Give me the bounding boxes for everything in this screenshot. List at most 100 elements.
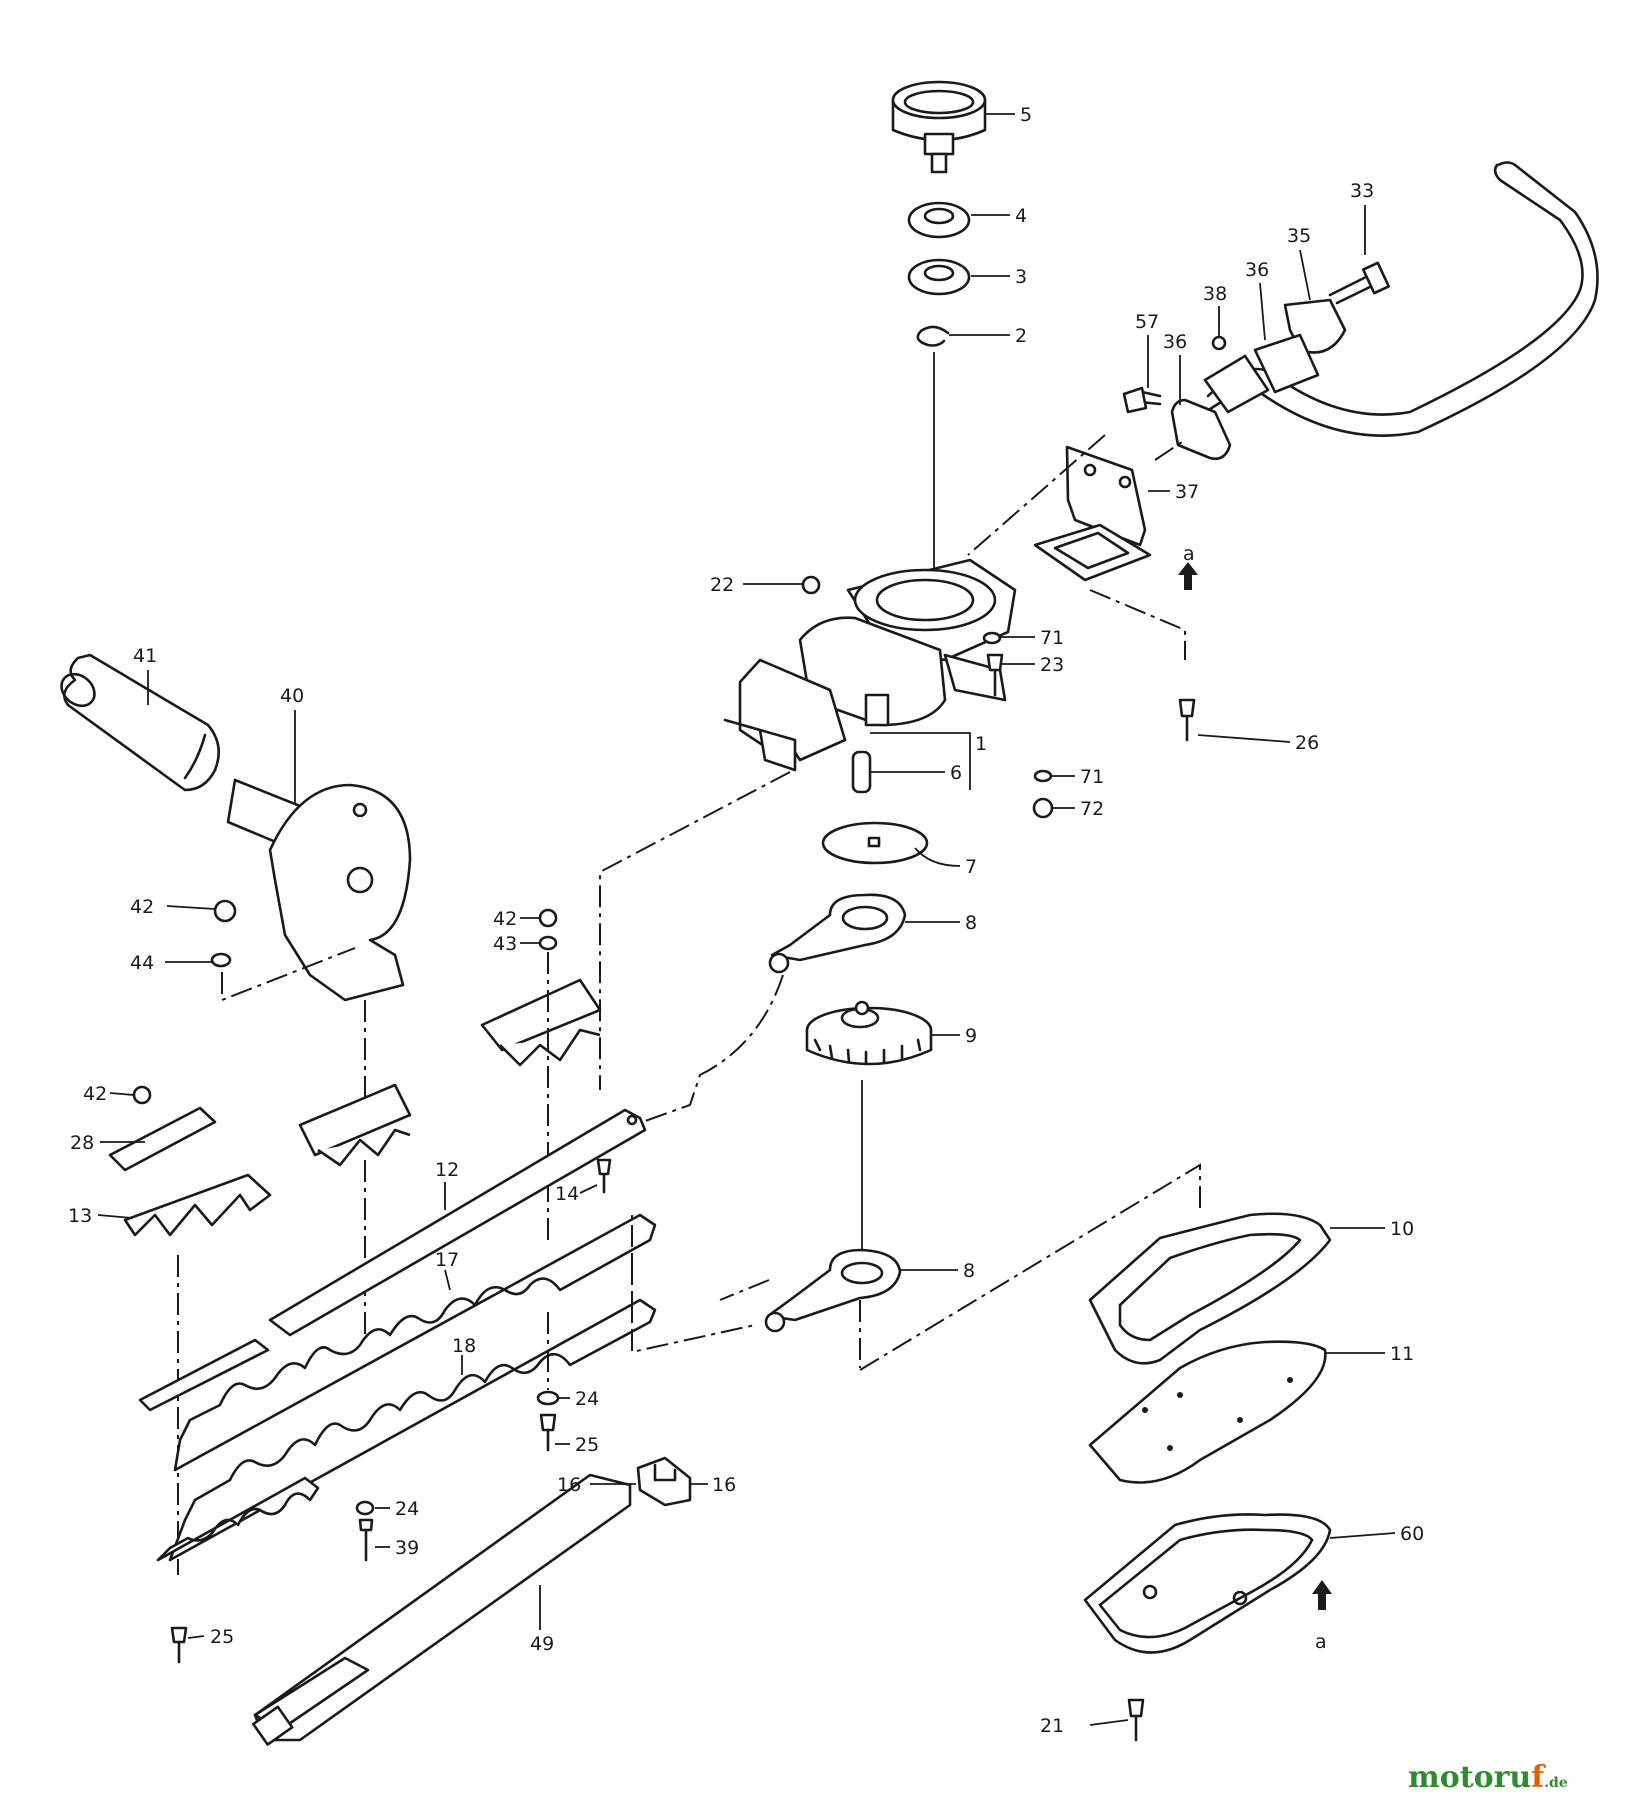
part-blade-bottom: [156, 1476, 320, 1562]
part-24-washer-b: [355, 1500, 375, 1516]
callout-40: 40: [280, 685, 304, 707]
part-16-blade-clip: [636, 1456, 692, 1507]
part-10-gasket: [1088, 1212, 1332, 1365]
callout-2: 2: [1015, 325, 1027, 347]
callout-25-left: 25: [210, 1626, 234, 1648]
callout-16-right: 16: [712, 1474, 736, 1496]
callout-3: 3: [1015, 266, 1027, 288]
callout-9: 9: [965, 1025, 977, 1047]
part-6-pin: [851, 750, 872, 794]
part-42-nut-c: [132, 1085, 152, 1105]
part-33-bolt: [1328, 261, 1391, 305]
callout-1: 1: [975, 733, 987, 755]
part-18-blade: [168, 1298, 657, 1562]
callout-36-lower: 36: [1163, 331, 1187, 353]
part-36-clamp-lower: [1170, 398, 1232, 460]
callout-38: 38: [1203, 283, 1227, 305]
callout-16-left: 16: [557, 1474, 581, 1496]
part-8-crank-upper: [768, 893, 907, 974]
watermark-logo: motoruf.de: [1408, 1760, 1568, 1795]
callout-33: 33: [1350, 180, 1374, 202]
part-57-screw: [1122, 386, 1162, 414]
part-72-nut: [1032, 797, 1054, 819]
callout-22: 22: [710, 574, 734, 596]
callout-42-middle: 42: [493, 908, 517, 930]
part-38-pin: [1211, 335, 1227, 351]
part-42-nut-a: [213, 899, 237, 923]
part-9-gear: [805, 1000, 933, 1066]
callout-12: 12: [435, 1159, 459, 1181]
part-24-washer-a: [536, 1390, 560, 1406]
callout-71-lower: 71: [1080, 766, 1104, 788]
part-14-screw: [596, 1158, 612, 1194]
callout-28: 28: [70, 1132, 94, 1154]
callout-26: 26: [1295, 732, 1319, 754]
callout-7: 7: [965, 856, 977, 878]
part-37-bracket: [1033, 445, 1152, 582]
callout-24-left: 24: [395, 1498, 419, 1520]
callout-a-upper: a: [1183, 543, 1195, 565]
chain-handle-grip: [221, 947, 356, 1002]
part-40-handle-bracket: [226, 778, 412, 1002]
part-43-washer: [538, 935, 558, 951]
callout-41: 41: [133, 645, 157, 667]
part-11-plate: [1088, 1340, 1327, 1484]
callout-24-right: 24: [575, 1388, 599, 1410]
part-12-connecting-rod: [138, 1108, 647, 1412]
chain-crank-lower: [719, 1279, 770, 1301]
callout-8-lower: 8: [963, 1260, 975, 1282]
callout-5: 5: [1020, 104, 1032, 126]
callout-8-upper: 8: [965, 912, 977, 934]
callout-10: 10: [1390, 1218, 1414, 1240]
watermark-suffix: .de: [1544, 1775, 1568, 1791]
callout-42-left: 42: [130, 896, 154, 918]
part-39-screw: [358, 1518, 374, 1562]
chain-bracket-a: [1089, 589, 1186, 660]
part-41-grip: [60, 653, 221, 792]
part-4-bearing: [907, 201, 971, 239]
part-3-bearing: [907, 258, 971, 296]
part-5-drive-cup: [891, 80, 987, 174]
callout-25-right: 25: [575, 1434, 599, 1456]
chain-cover: [859, 1163, 1201, 1371]
callout-6: 6: [950, 762, 962, 784]
chain-crank-blade: [619, 974, 784, 1131]
callout-71-upper: 71: [1040, 627, 1064, 649]
callout-72: 72: [1080, 798, 1104, 820]
callout-23: 23: [1040, 654, 1064, 676]
part-44-washer: [210, 952, 232, 968]
callout-14: 14: [555, 1183, 579, 1205]
part-71-washer-upper: [982, 631, 1002, 645]
callout-4: 4: [1015, 205, 1027, 227]
part-71-washer-lower: [1033, 769, 1053, 783]
leader-lines: [97, 113, 1396, 1726]
callout-37: 37: [1175, 481, 1199, 503]
part-1-gear-housing: [723, 558, 1017, 772]
callout-43: 43: [493, 933, 517, 955]
handle-bar: [1196, 161, 1599, 437]
callout-17: 17: [435, 1249, 459, 1271]
svg-text:motoruf.de: motoruf.de: [1408, 1760, 1568, 1795]
part-7-plate: [821, 821, 929, 865]
part-25-screw-a: [539, 1413, 557, 1452]
callout-49: 49: [530, 1633, 554, 1655]
part-36-clamp-upper: [1253, 333, 1320, 394]
callout-57: 57: [1135, 311, 1159, 333]
part-42-nut-b: [538, 908, 558, 928]
callout-60: 60: [1400, 1523, 1424, 1545]
part-8-crank-lower: [764, 1248, 902, 1333]
part-26-screw: [1178, 698, 1196, 742]
watermark-name: motoruf: [1408, 1760, 1546, 1795]
callout-a-lower: a: [1315, 1631, 1327, 1653]
part-guide-upper-right: [480, 978, 602, 1067]
arrow-a-upper: [1178, 562, 1198, 590]
callout-labels: 5 4 3 2 33 35 36 38 57 36 37 a 22 71 23 …: [68, 104, 1424, 1737]
arrow-a-lower: [1312, 1580, 1332, 1610]
callout-11: 11: [1390, 1343, 1414, 1365]
chain-handle-bracket: [1154, 439, 1186, 461]
callout-42-lower: 42: [83, 1083, 107, 1105]
chain-bracket-housing: [967, 434, 1106, 556]
part-13-guide: [123, 1173, 272, 1237]
callout-36-upper: 36: [1245, 259, 1269, 281]
